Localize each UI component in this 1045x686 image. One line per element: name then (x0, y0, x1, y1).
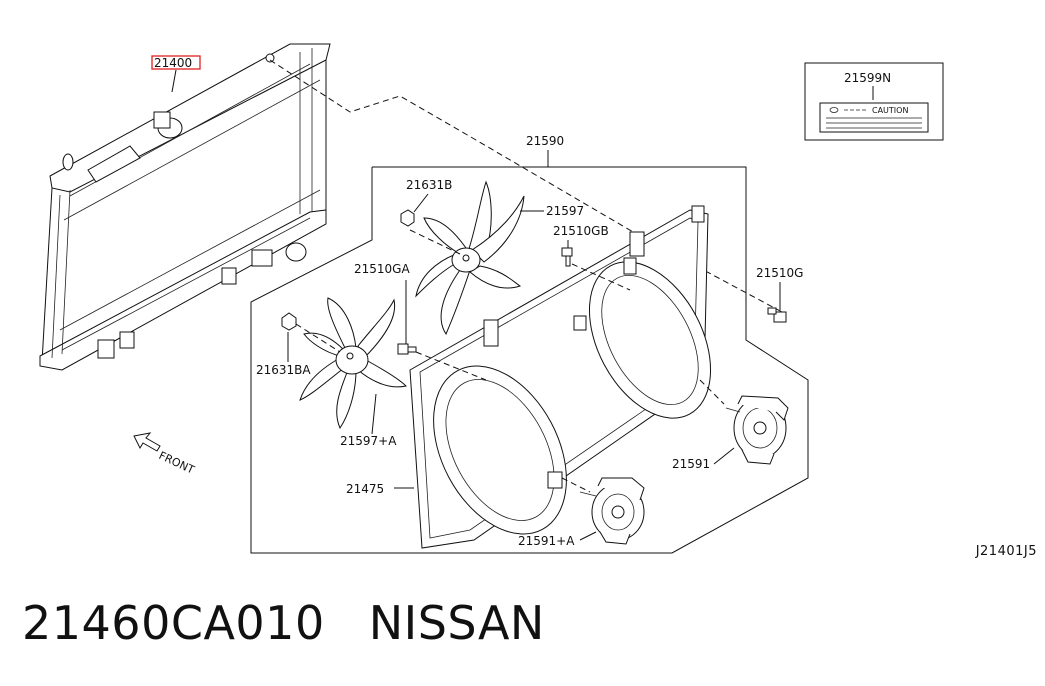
exploded-parts-diagram: 21400 21599N CAUTION 21590 (39, 43, 944, 557)
callout-21599n: 21599N (844, 71, 891, 85)
front-label: FRONT (157, 449, 197, 477)
bolt-21510g[interactable] (767, 307, 787, 323)
callout-21597-a[interactable]: 21597+A (340, 434, 397, 448)
part-number: 21460CA010 (22, 596, 325, 650)
part-caption: 21460CA010 NISSAN (22, 596, 545, 650)
radiator-callout-highlight (151, 55, 201, 70)
callout-21591-a[interactable]: 21591+A (518, 534, 575, 548)
fan-motor-right[interactable] (725, 395, 789, 465)
caution-label-box[interactable]: 21599N CAUTION (804, 62, 944, 141)
fan-blade-lower[interactable] (299, 297, 407, 430)
callout-21475[interactable]: 21475 (346, 482, 384, 496)
fan-shroud[interactable] (407, 205, 736, 557)
nut-21631ba[interactable] (281, 312, 297, 331)
caution-word: CAUTION (872, 106, 908, 115)
callout-21510g[interactable]: 21510G (756, 266, 803, 280)
callout-21590[interactable]: 21590 (526, 134, 564, 148)
brand-name: NISSAN (368, 596, 545, 650)
callout-21631b[interactable]: 21631B (406, 178, 452, 192)
front-arrow-icon (133, 432, 161, 452)
callout-21591[interactable]: 21591 (672, 457, 710, 471)
callout-21510ga[interactable]: 21510GA (354, 262, 410, 276)
nut-21631b[interactable] (400, 209, 415, 227)
callout-21631ba[interactable]: 21631BA (256, 363, 311, 377)
callout-21510gb[interactable]: 21510GB (553, 224, 609, 238)
bolt-21510ga[interactable] (397, 343, 417, 355)
callout-21597[interactable]: 21597 (546, 204, 584, 218)
radiator[interactable] (39, 43, 331, 371)
fan-motor-lower[interactable] (579, 477, 645, 545)
bolt-21510gb[interactable] (561, 247, 573, 267)
front-direction-indicator: FRONT (133, 432, 197, 477)
fan-blade-upper[interactable] (415, 180, 525, 336)
callout-21400[interactable]: 21400 (154, 56, 192, 70)
drawing-code: J21401J5 (975, 544, 1037, 559)
assembly-bracket-frame (250, 166, 809, 554)
